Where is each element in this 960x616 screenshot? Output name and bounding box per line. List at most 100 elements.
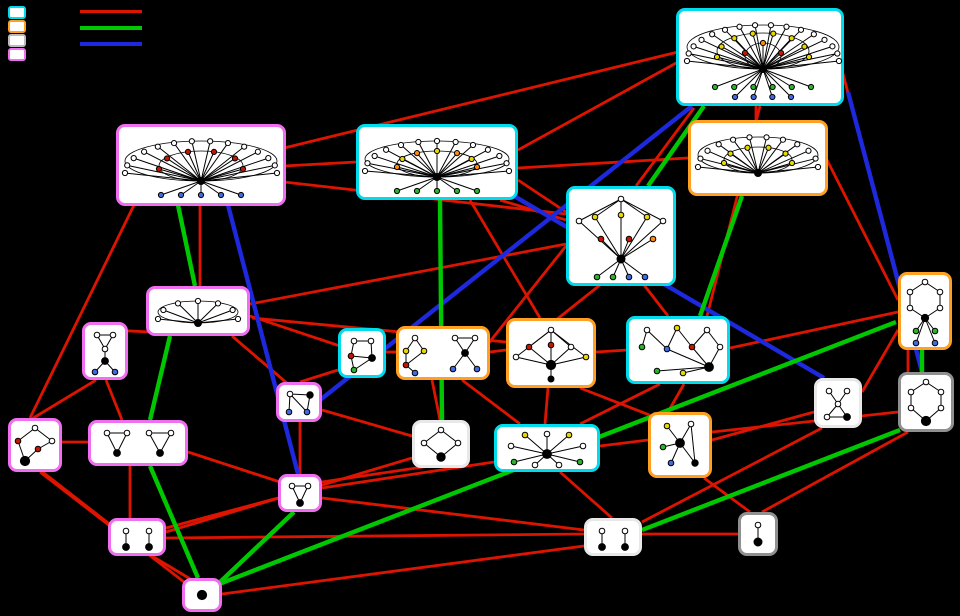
graph-edge [550, 329, 587, 358]
graph-node-white [659, 217, 667, 225]
graph-edge [400, 144, 438, 178]
graph-edge [157, 146, 202, 182]
graph-node-orange [473, 163, 481, 171]
graph-edge [166, 158, 202, 182]
motif-box-b9[interactable] [396, 326, 490, 380]
motif-box-b10[interactable] [506, 318, 596, 388]
graph-node-white [194, 297, 202, 305]
graph-node-white [411, 334, 419, 342]
connection-edge-red [249, 314, 341, 348]
graph-node-white [397, 141, 405, 149]
graph-edge [714, 68, 764, 88]
graph-edge [17, 427, 36, 442]
graph-node-blue [449, 365, 457, 373]
motif-graph-b9 [402, 334, 481, 377]
graph-node-white [907, 388, 915, 396]
motif-box-b11[interactable] [626, 316, 730, 384]
graph-node-yellow [749, 30, 756, 37]
motif-box-b3[interactable] [116, 124, 286, 206]
motif-box-b13[interactable] [814, 378, 862, 428]
graph-node-yellow [765, 144, 772, 151]
graph-node-green [731, 83, 738, 91]
graph-node-white [834, 50, 841, 57]
graph-node-white [767, 22, 775, 29]
motif-box-b20[interactable] [276, 382, 322, 422]
motif-graph-b11 [638, 324, 724, 377]
graph-edge [440, 429, 459, 444]
graph-node-red [625, 235, 633, 243]
connection-edge-red [559, 470, 613, 520]
motif-box-b4[interactable] [356, 124, 518, 200]
graph-node-white [937, 388, 945, 396]
motif-box-b15[interactable] [8, 418, 62, 472]
graph-node-white [797, 26, 805, 33]
graph-edge [200, 142, 229, 182]
graph-node-yellow [727, 150, 734, 157]
graph-edge [436, 144, 474, 178]
graph-node-white [906, 288, 914, 296]
connection-edge-red [860, 329, 900, 393]
graph-edge [762, 68, 792, 98]
motif-graph-b20 [285, 390, 314, 416]
graph-node-white [265, 155, 272, 162]
graph-node-red [741, 49, 749, 57]
motif-box-b1[interactable] [676, 8, 844, 106]
connection-edge-red [151, 554, 193, 582]
motif-box-b14[interactable] [898, 372, 954, 432]
graph-node-blue [663, 345, 671, 353]
motif-box-b7[interactable] [82, 322, 128, 380]
graph-node-white [364, 160, 371, 167]
motif-box-b12[interactable] [898, 272, 952, 350]
graph-edge [762, 33, 815, 70]
motif-box-b5[interactable] [566, 186, 676, 286]
graph-node-white [810, 31, 817, 38]
motif-box-b23[interactable] [584, 518, 642, 556]
graph-node-red [34, 445, 42, 453]
graph-node-white [617, 195, 625, 203]
motif-box-b18[interactable] [494, 424, 600, 472]
connection-edge-red [28, 204, 136, 419]
motif-box-b17[interactable] [412, 420, 470, 468]
graph-edge [620, 220, 664, 260]
graph-edge [762, 52, 782, 70]
graph-node-yellow [782, 150, 789, 157]
graph-node-white [454, 439, 462, 447]
graph-edge [748, 137, 759, 174]
graph-node-white [834, 400, 842, 408]
motif-box-b2[interactable] [688, 120, 828, 196]
graph-node-white [704, 147, 711, 154]
graph-node-black [920, 415, 932, 427]
graph-node-white [271, 162, 278, 169]
connection-edge-red [543, 387, 550, 425]
motif-box-b22[interactable] [108, 518, 166, 556]
graph-edge [656, 366, 710, 372]
graph-node-yellow [433, 147, 441, 155]
motif-box-b25[interactable] [182, 578, 222, 612]
legend-swatch-magenta-box [8, 48, 26, 61]
motif-box-b19[interactable] [648, 412, 712, 478]
graph-node-blue [157, 191, 165, 199]
motif-box-b16[interactable] [88, 420, 188, 466]
graph-edge [436, 141, 457, 178]
motif-box-b21[interactable] [278, 474, 322, 512]
graph-node-white [690, 43, 697, 50]
connection-edge-red [517, 60, 679, 152]
graph-node-yellow [805, 53, 813, 61]
graph-node-yellow [565, 431, 573, 439]
motif-box-b8[interactable] [338, 328, 386, 378]
connection-edge-red [283, 50, 679, 150]
motif-box-b6[interactable] [146, 286, 250, 336]
graph-edge [754, 25, 764, 70]
motif-box-b24[interactable] [738, 512, 778, 556]
graph-node-black [113, 449, 121, 457]
connection-edge-green [147, 465, 201, 579]
graph-edge [515, 356, 552, 366]
connection-edge-green [437, 199, 445, 421]
graph-edge [762, 25, 772, 70]
graph-node-green [807, 83, 815, 91]
graph-node-white [687, 420, 695, 428]
graph-node-red [231, 155, 239, 162]
motif-graph-b21 [288, 482, 312, 507]
graph-node-white [207, 138, 214, 145]
connection-edge-red [165, 532, 585, 540]
